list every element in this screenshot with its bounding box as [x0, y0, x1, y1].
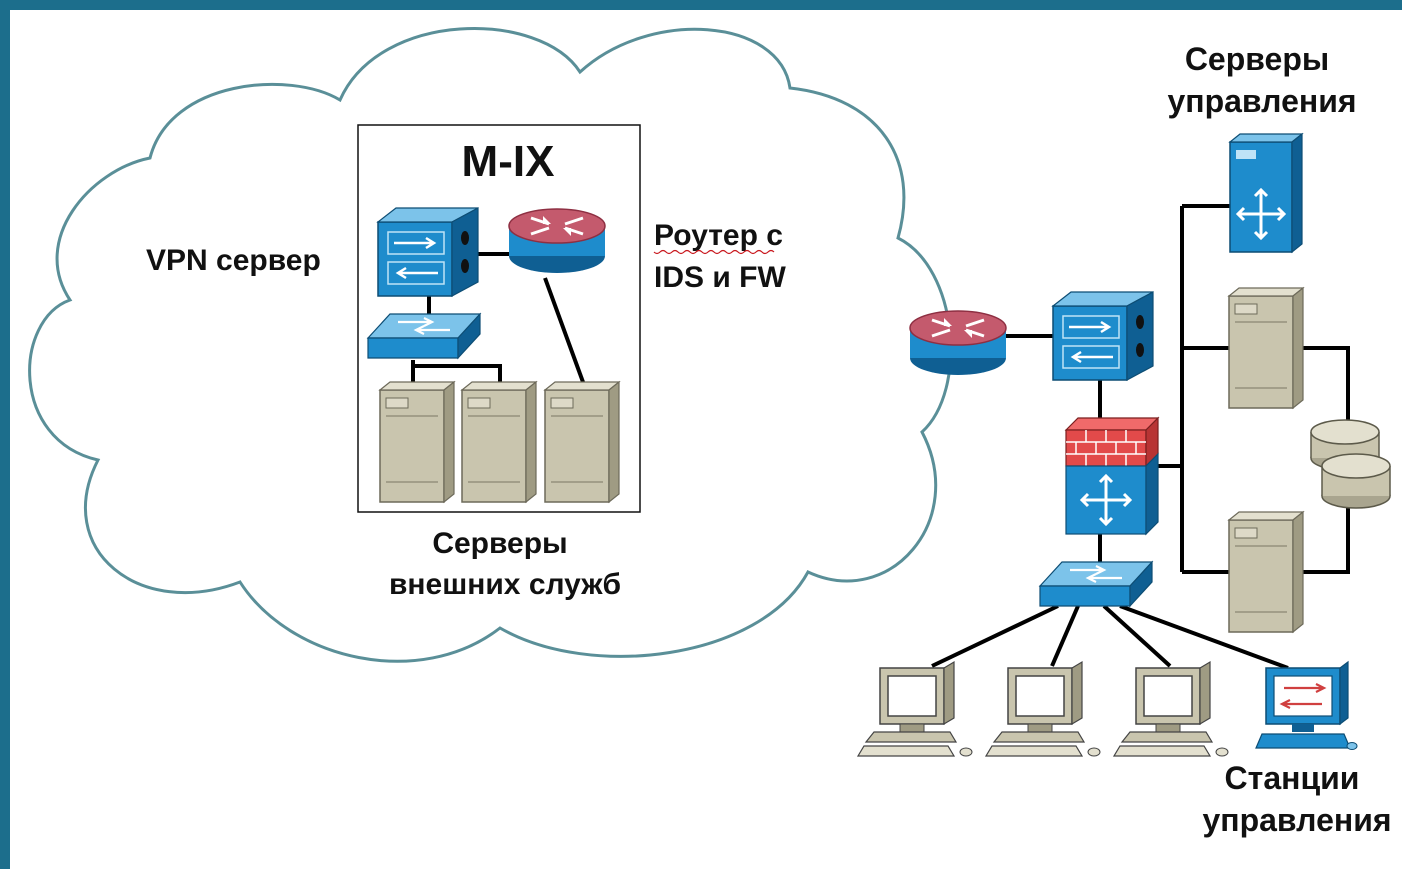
management-server-icon [1228, 132, 1304, 254]
vpn-concentrator-icon [1051, 290, 1155, 382]
server-tower-icon [1228, 287, 1304, 409]
firewall-icon [1064, 416, 1160, 536]
external-servers-label-line1: Серверы [432, 527, 567, 560]
switch-icon [366, 312, 482, 360]
vpn-concentrator-icon [376, 206, 480, 298]
mgmt-stations-label-line1: Станции [1225, 760, 1360, 796]
server-tower-icon [544, 381, 620, 503]
mix-title: M-IX [462, 137, 555, 186]
server-tower-icon [379, 381, 455, 503]
link-server-storage [1300, 500, 1350, 574]
link-switch-pc [931, 604, 1059, 668]
mgmt-servers-label-line2: управления [1167, 83, 1356, 119]
switch-icon [1038, 560, 1154, 608]
spellcheck-underline [653, 249, 775, 255]
link-switch-pc [1050, 605, 1080, 667]
link-switch-station [1119, 604, 1289, 670]
mgmt-servers-label-line1: Серверы [1185, 41, 1329, 77]
router-ids-fw-label-line1: Роутер с [654, 219, 783, 252]
router-icon [507, 207, 607, 275]
router-ids-fw-label-line2: IDS и FW [654, 261, 786, 294]
router-icon [908, 309, 1008, 377]
link-switch-server2 [413, 364, 502, 382]
link-router-server3 [543, 277, 585, 383]
server-tower-icon [461, 381, 537, 503]
external-servers-label-line2: внешних служб [389, 568, 621, 601]
link-switch-pc [1102, 604, 1172, 668]
mgmt-stations-label-line2: управления [1202, 802, 1391, 838]
vpn-server-label: VPN сервер [146, 244, 321, 277]
link-server-storage [1300, 346, 1350, 430]
management-station-icon [1255, 660, 1358, 750]
disk-storage-icon [1310, 419, 1391, 509]
server-tower-icon [1228, 511, 1304, 633]
